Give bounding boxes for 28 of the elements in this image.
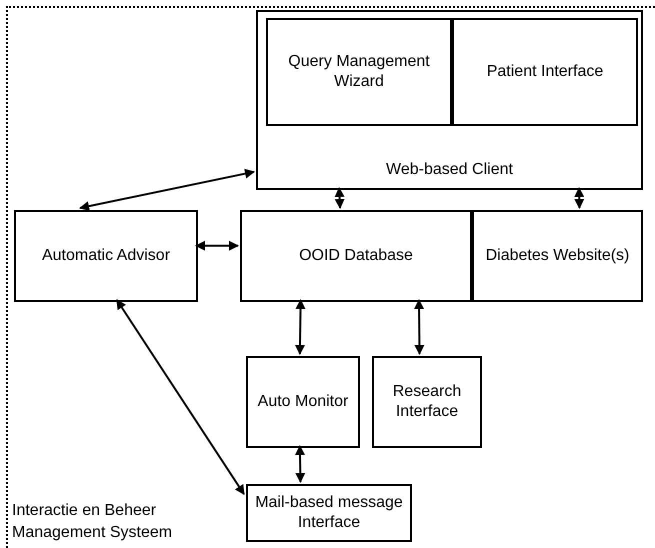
double-arrow bbox=[195, 240, 239, 251]
component-box bbox=[256, 10, 643, 190]
component-box bbox=[372, 356, 482, 448]
component-box bbox=[266, 18, 452, 126]
system-label: Interactie en Beheer Management Systeem bbox=[12, 501, 174, 543]
component-label: Query Management Wizard bbox=[287, 52, 431, 92]
double-arrow bbox=[295, 445, 306, 483]
double-arrow bbox=[334, 187, 345, 209]
component-box bbox=[452, 18, 638, 126]
system-boundary bbox=[6, 6, 655, 548]
double-arrow bbox=[295, 299, 306, 355]
component-box bbox=[246, 356, 360, 448]
component-label: Diabetes Website(s) bbox=[486, 246, 630, 266]
component-box bbox=[472, 210, 643, 302]
double-arrow bbox=[116, 299, 245, 496]
component-label: Mail-based message Interface bbox=[254, 493, 404, 533]
component-label: Research Interface bbox=[392, 382, 462, 422]
component-label: Automatic Advisor bbox=[42, 246, 170, 266]
double-arrow bbox=[414, 299, 424, 355]
component-label: Patient Interface bbox=[486, 62, 604, 82]
double-arrow bbox=[574, 187, 584, 209]
system-label: Web-based Client bbox=[386, 160, 513, 180]
component-box bbox=[246, 484, 412, 542]
component-label: Auto Monitor bbox=[258, 392, 348, 412]
component-label: OOID Database bbox=[299, 246, 413, 266]
component-box bbox=[14, 210, 198, 302]
component-box bbox=[240, 210, 472, 302]
double-arrow bbox=[79, 168, 255, 212]
